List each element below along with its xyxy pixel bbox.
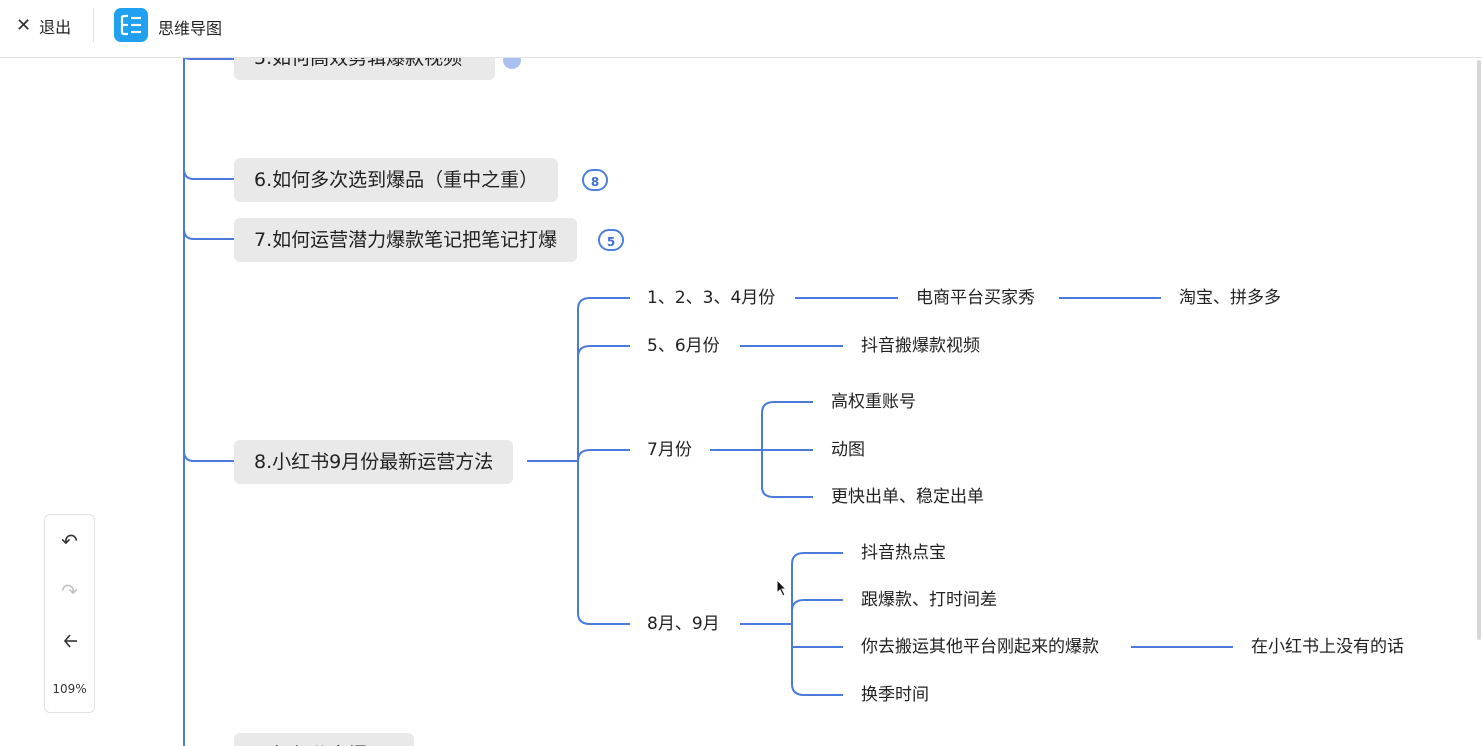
topic-5[interactable]: 5.如何高效剪辑爆款视频 xyxy=(234,57,495,80)
branch-months-8-9[interactable]: 8月、9月 xyxy=(647,614,720,634)
branch-high-weight-account[interactable]: 高权重账号 xyxy=(831,392,916,412)
branch-months-5-6[interactable]: 5、6月份 xyxy=(647,336,720,356)
branch-move-hits[interactable]: 你去搬运其他平台刚起来的爆款 xyxy=(861,637,1099,657)
top-bar: ✕ 退出 思维导图 xyxy=(0,0,1482,58)
branch-gif[interactable]: 动图 xyxy=(831,440,865,460)
divider xyxy=(93,8,94,42)
branch-season-change[interactable]: 换季时间 xyxy=(861,685,929,705)
branch-faster-orders[interactable]: 更快出单、稳定出单 xyxy=(831,487,984,507)
topic-9[interactable]: 9.如何分享爆品 xyxy=(234,733,414,746)
collapsed-count-badge[interactable]: 8 xyxy=(582,169,608,191)
topic-8[interactable]: 8.小红书9月份最新运营方法 xyxy=(234,440,514,484)
branch-douyin-videos[interactable]: 抖音搬爆款视频 xyxy=(861,336,980,356)
branch-months-1-4[interactable]: 1、2、3、4月份 xyxy=(647,288,776,308)
mouse-cursor-icon xyxy=(776,579,788,597)
branch-ecommerce-reviews[interactable]: 电商平台买家秀 xyxy=(916,288,1035,308)
branch-not-on-xhs[interactable]: 在小红书上没有的话 xyxy=(1251,637,1404,657)
branch-follow-hits[interactable]: 跟爆款、打时间差 xyxy=(861,590,997,610)
branch-month-7[interactable]: 7月份 xyxy=(647,440,692,460)
redo-icon[interactable]: ↷ xyxy=(61,579,78,603)
zoom-level: 109% xyxy=(52,682,87,696)
mindmap-canvas[interactable]: 5.如何高效剪辑爆款视频 6.如何多次选到爆品（重中之重） 8 7.如何运营潜力… xyxy=(0,57,1482,746)
close-icon: ✕ xyxy=(16,15,32,36)
vertical-scrollbar[interactable] xyxy=(1477,60,1481,640)
branch-douyin-hot[interactable]: 抖音热点宝 xyxy=(861,543,946,563)
tool-panel: ↶ ↷ 109% xyxy=(44,514,95,713)
exit-button[interactable]: ✕ 退出 xyxy=(16,13,71,39)
collapsed-count-badge[interactable]: 5 xyxy=(598,229,624,251)
topic-6[interactable]: 6.如何多次选到爆品（重中之重） xyxy=(234,158,559,202)
undo-icon[interactable]: ↶ xyxy=(61,529,78,553)
exit-label: 退出 xyxy=(39,18,72,37)
structure-icon[interactable] xyxy=(45,630,94,655)
branch-taobao-pdd[interactable]: 淘宝、拼多多 xyxy=(1179,288,1281,308)
app-title: 思维导图 xyxy=(158,19,223,38)
topic-7[interactable]: 7.如何运营潜力爆款笔记把笔记打爆 xyxy=(234,218,578,262)
mindmap-app-icon xyxy=(114,8,148,42)
